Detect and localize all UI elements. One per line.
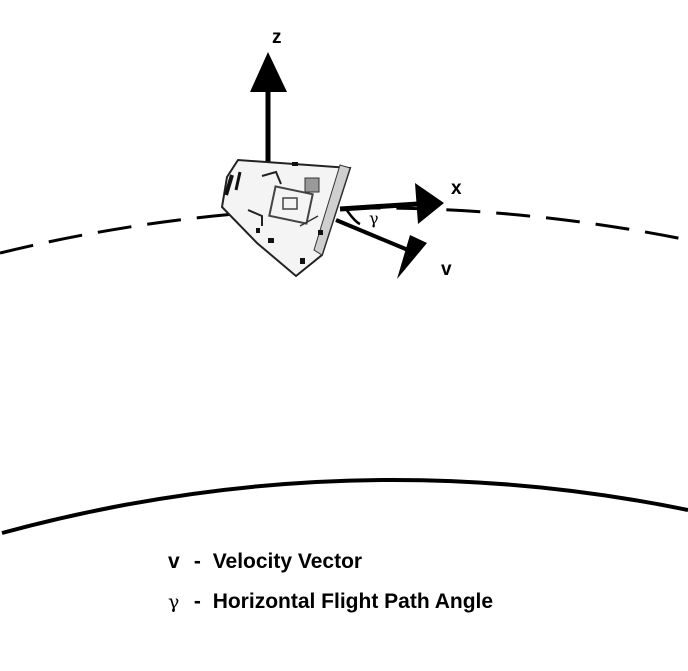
- flight-path-angle-label: γ: [369, 209, 379, 228]
- legend-description: Velocity Vector: [212, 550, 363, 573]
- legend-item-flight-path-angle: γ - Horizontal Flight Path Angle: [168, 588, 493, 628]
- legend-separator: -: [193, 590, 201, 613]
- legend: v - Velocity Vector γ - Horizontal Fligh…: [168, 548, 493, 628]
- legend-item-velocity: v - Velocity Vector: [168, 548, 493, 588]
- x-axis-label: x: [451, 178, 462, 199]
- x-axis-arrow: [339, 183, 444, 224]
- capsule-icon: [220, 158, 352, 278]
- legend-symbol: v: [168, 550, 180, 573]
- legend-symbol: γ: [168, 591, 180, 613]
- velocity-vector-arrow: [335, 218, 427, 279]
- legend-description: Horizontal Flight Path Angle: [212, 590, 494, 613]
- velocity-vector-label: v: [441, 259, 452, 280]
- z-axis-arrow: [250, 52, 287, 165]
- legend-separator: -: [193, 550, 201, 573]
- z-axis-label: z: [272, 27, 282, 48]
- dashed-orbit-arc: [0, 206, 688, 255]
- planet-surface-arc: [1, 477, 688, 535]
- flight-path-angle-arc: [344, 208, 361, 226]
